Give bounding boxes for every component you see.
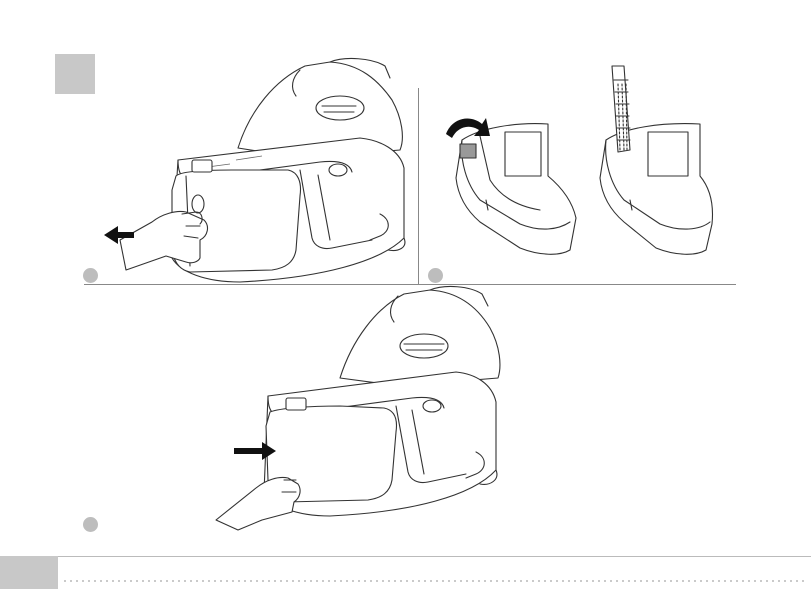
page-number-tab — [0, 556, 58, 589]
footer-dotted-rule — [62, 580, 807, 582]
footer-bar — [0, 556, 811, 590]
steam-station-c — [216, 287, 500, 530]
